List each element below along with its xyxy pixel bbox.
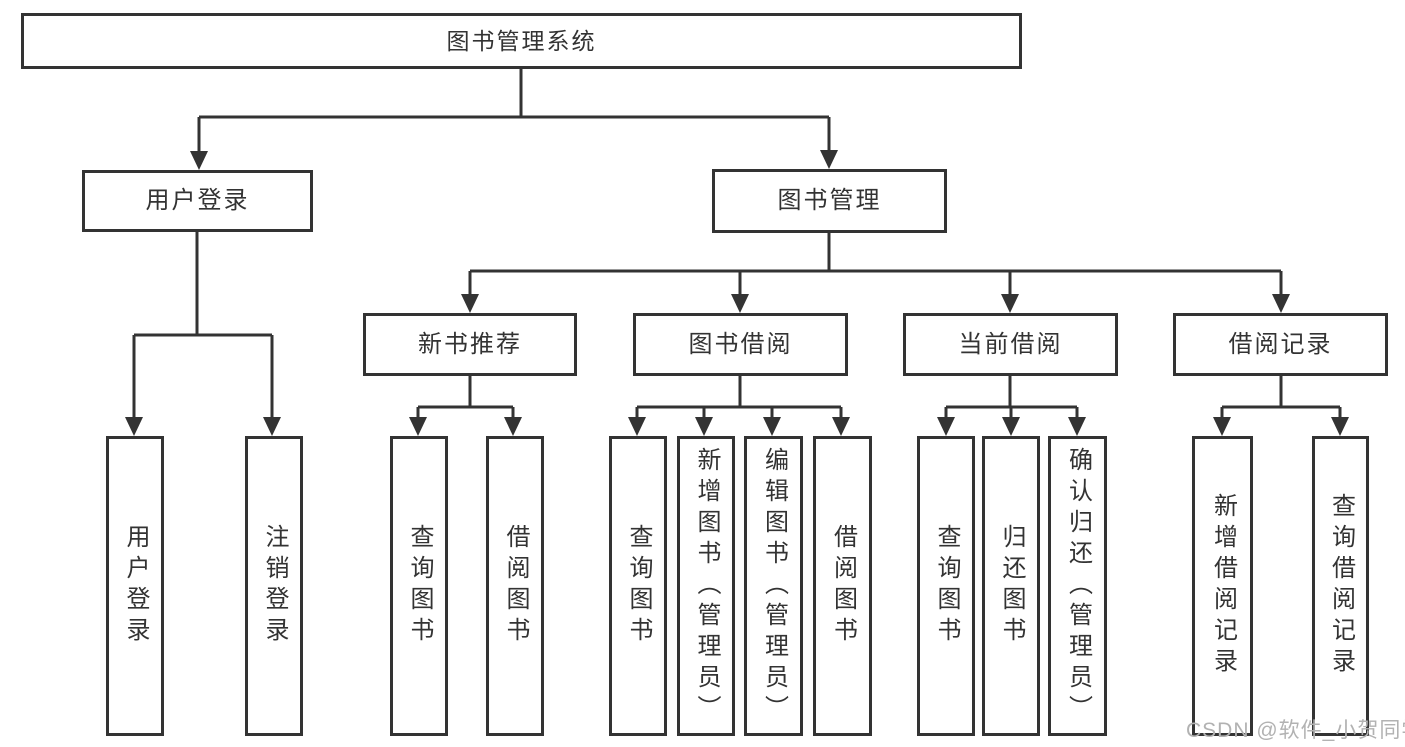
leaf-logout: 注销登录: [245, 436, 303, 736]
node-user-login: 用户登录: [82, 170, 313, 232]
node-label: 查询图书: [625, 524, 652, 648]
leaf-add-borrow-record: 新增借阅记录: [1192, 436, 1253, 736]
node-label: 图书借阅: [688, 330, 793, 358]
node-label: 用户登录: [122, 524, 149, 648]
leaf-confirm-return-admin: 确认归还（管理员）: [1048, 436, 1107, 736]
csdn-watermark: CSDN @软件_小贺同学: [1186, 719, 1405, 742]
node-label: 借阅记录: [1228, 330, 1333, 358]
node-label: 图书管理: [777, 187, 882, 214]
leaf-add-books-admin: 新增图书（管理员）: [677, 436, 735, 736]
node-label: 新书推荐: [418, 330, 522, 358]
leaf-query-books-current: 查询图书: [917, 436, 975, 736]
leaf-borrow-books-recommend: 借阅图书: [486, 436, 544, 736]
leaf-edit-books-admin: 编辑图书（管理员）: [744, 436, 803, 736]
node-label: 借阅图书: [829, 524, 857, 648]
node-current-borrowing: 当前借阅: [903, 313, 1118, 376]
node-label: 归还图书: [998, 524, 1025, 648]
node-label: 图书管理系统: [446, 27, 597, 54]
node-borrowing-records: 借阅记录: [1173, 313, 1388, 376]
leaf-query-borrow-record: 查询借阅记录: [1312, 436, 1369, 736]
node-label: 用户登录: [145, 187, 250, 214]
node-label: 查询图书: [933, 524, 960, 648]
node-label: 新增图书（管理员）: [693, 446, 720, 726]
leaf-borrow-books: 借阅图书: [813, 436, 872, 736]
node-label: 新增借阅记录: [1209, 493, 1237, 679]
node-label: 借阅图书: [502, 524, 529, 648]
node-book-borrowing: 图书借阅: [633, 313, 848, 376]
node-label: 注销登录: [261, 524, 288, 648]
node-label: 当前借阅: [958, 330, 1063, 358]
leaf-return-books: 归还图书: [982, 436, 1040, 736]
leaf-query-books-borrowing: 查询图书: [609, 436, 667, 736]
node-label: 确认归还（管理员）: [1064, 446, 1092, 726]
node-book-management-system: 图书管理系统: [21, 13, 1022, 69]
node-label: 查询借阅记录: [1327, 493, 1355, 679]
node-label: 编辑图书（管理员）: [760, 446, 788, 726]
node-book-management: 图书管理: [712, 169, 947, 233]
leaf-query-books-recommend: 查询图书: [390, 436, 448, 736]
node-label: 查询图书: [406, 524, 433, 648]
leaf-user-login: 用户登录: [106, 436, 164, 736]
node-new-book-recommendation: 新书推荐: [363, 313, 577, 376]
